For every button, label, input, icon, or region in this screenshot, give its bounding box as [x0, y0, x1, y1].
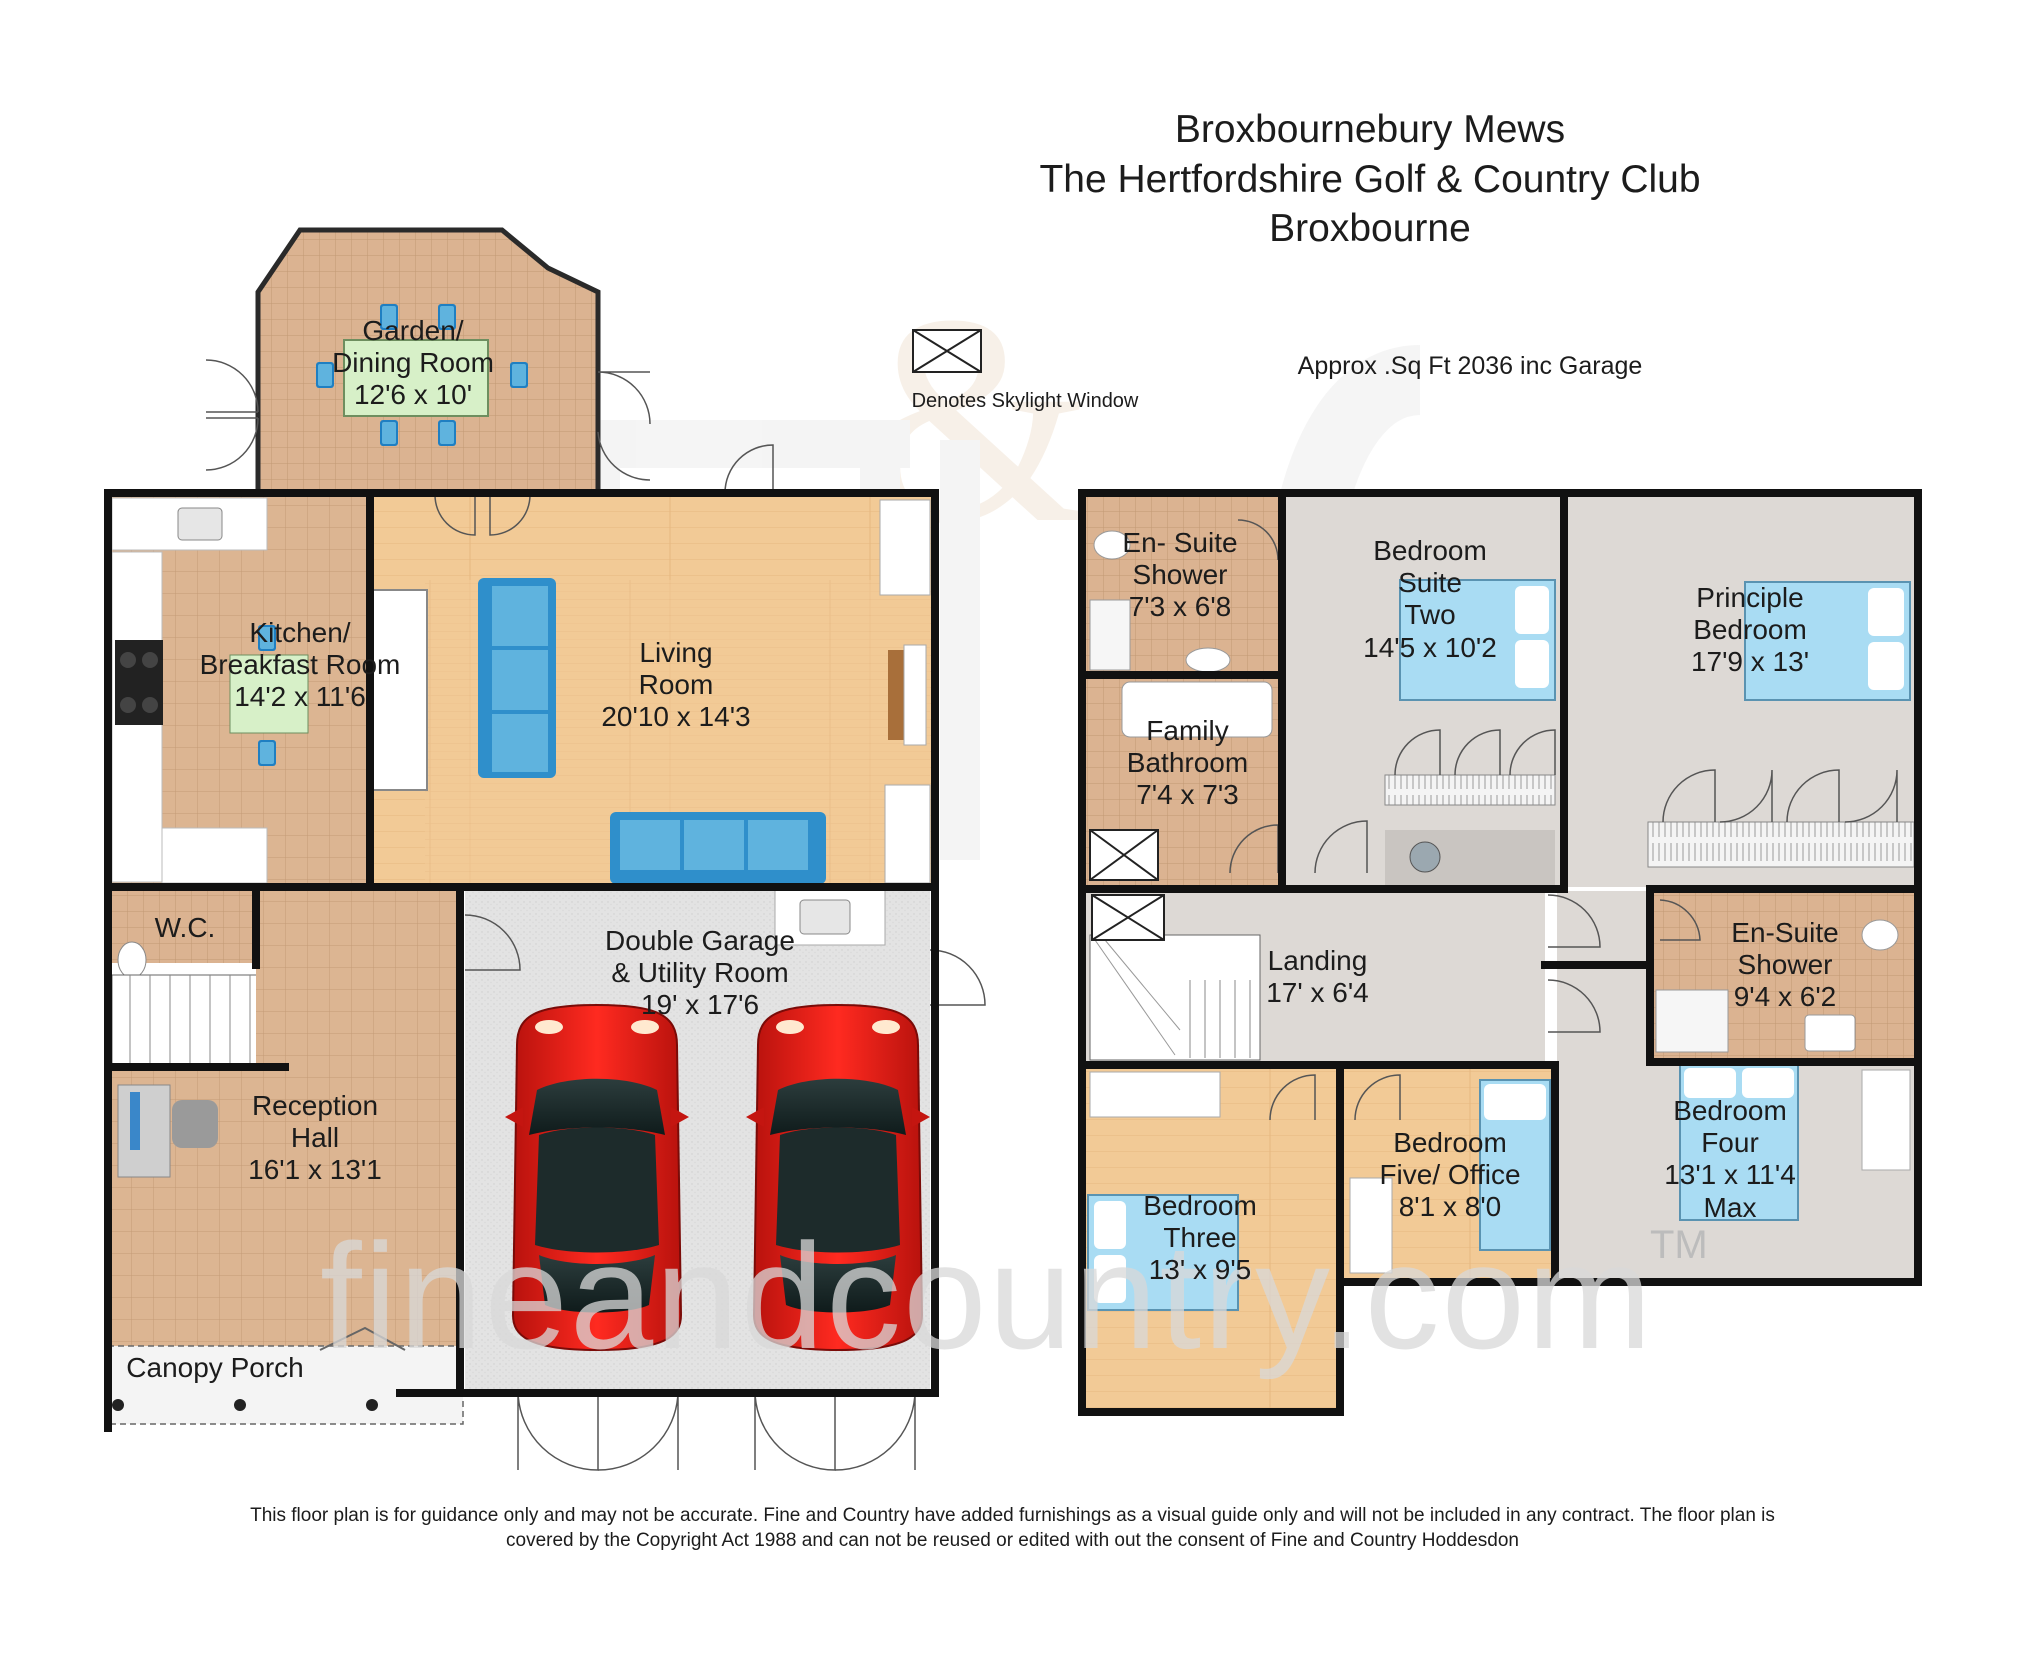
title-line-2: The Hertfordshire Golf & Country Club — [1039, 157, 1701, 201]
wardrobe-suite-two — [1384, 774, 1556, 806]
kitchen-sink — [177, 507, 223, 541]
wc-label: W.C. — [154, 912, 216, 943]
disclaimer-footer: This floor plan is for guidance only and… — [80, 1504, 1945, 1553]
office-chair — [172, 1100, 218, 1148]
disclaimer-line-2: covered by the Copyright Act 1988 and ca… — [506, 1529, 1519, 1551]
trademark-symbol: TM — [1650, 1223, 1708, 1267]
kitchen-worktop-bottom — [161, 827, 268, 884]
first-floor — [912, 329, 1922, 1416]
disclaimer-line-1: This floor plan is for guidance only and… — [250, 1505, 1775, 1526]
title-line-1: Broxbournebury Mews — [1174, 108, 1566, 151]
canopy-porch-label: Canopy Porch — [126, 1352, 304, 1383]
skylight-legend-label: Denotes Skylight Window — [911, 390, 1139, 412]
office-desk — [117, 1084, 171, 1178]
kitchen-hob — [115, 640, 163, 725]
living-cabinet-top — [879, 499, 931, 596]
page-title: Broxbournebury Mews The Hertfordshire Go… — [980, 105, 1760, 254]
living-cabinet-bottom — [884, 784, 931, 884]
area-summary: Approx .Sq Ft 2036 inc Garage — [1297, 352, 1643, 380]
watermark-text: fineandcountry.com — [320, 1212, 1654, 1380]
title-line-3: Broxbourne — [1269, 207, 1471, 251]
dining-table — [343, 339, 489, 417]
bath — [1121, 681, 1273, 738]
ground-stairs — [111, 974, 283, 1068]
breakfast-table — [229, 654, 309, 734]
fireplace — [888, 650, 904, 740]
ground-floor — [104, 227, 986, 1471]
wardrobe-principle — [1647, 821, 1915, 868]
